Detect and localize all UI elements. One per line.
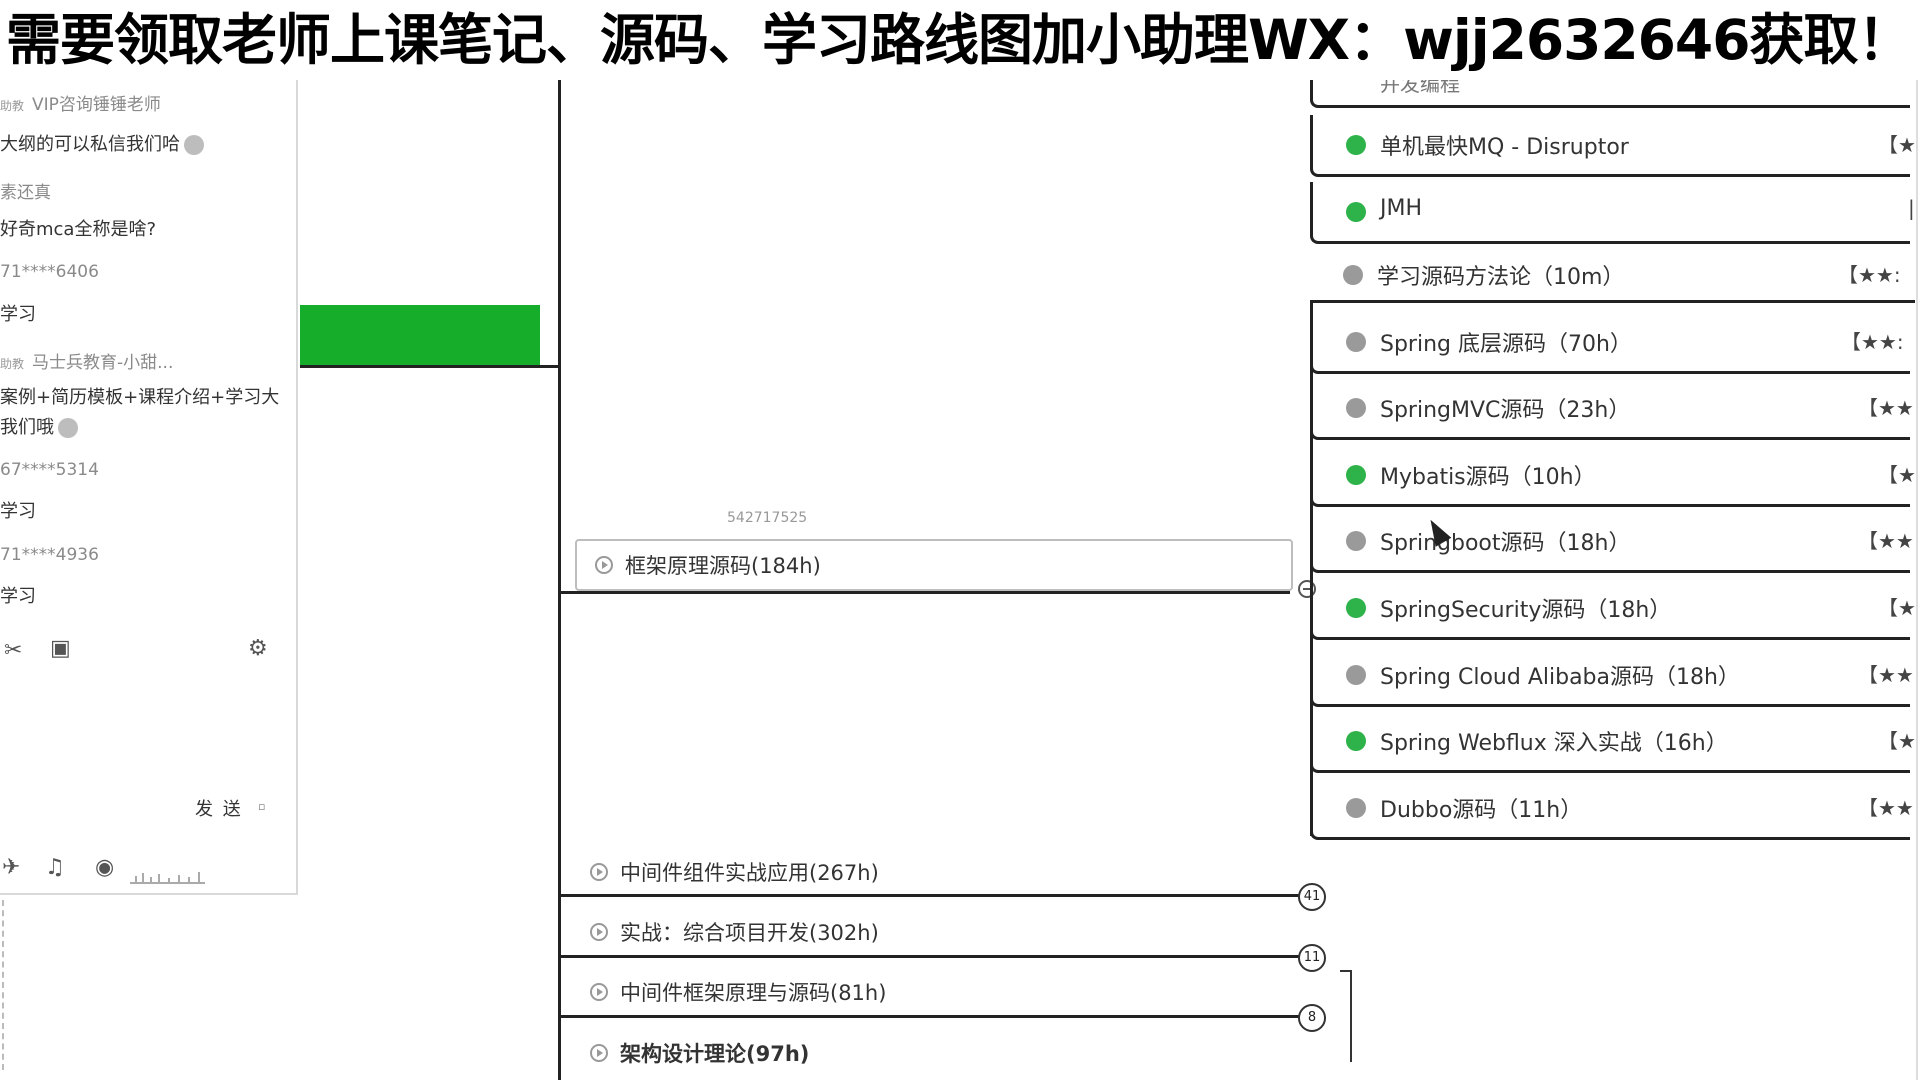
child-count-badge[interactable]: 8: [1298, 1004, 1326, 1032]
connector-line: [560, 894, 1300, 897]
connector-line: [560, 1015, 1300, 1018]
emoji-icon: [58, 418, 78, 438]
status-dot-icon: [1346, 332, 1366, 352]
node-expand-icon: [590, 863, 608, 881]
highlight-block: [300, 305, 540, 367]
connector-line: [300, 365, 560, 368]
chat-meta: 助教马士兵教育-小甜...: [0, 353, 174, 373]
connector-line: [560, 955, 1300, 958]
tree-trunk-line: [558, 80, 561, 1080]
status-dot-icon: [1346, 465, 1366, 485]
rating-stars: |: [1908, 196, 1915, 220]
rating-stars: 【★★:: [1841, 330, 1904, 354]
chat-message: 学习: [0, 304, 36, 325]
promo-banner: 需要领取老师上课笔记、源码、学习路线图加小助理WX：wjj2632646获取！: [0, 0, 1920, 80]
divider: [2, 900, 4, 1070]
child-count-badge[interactable]: 11: [1298, 944, 1326, 972]
chat-meta: 71****4936: [0, 545, 99, 565]
rating-stars: 【★★: [1858, 529, 1914, 553]
chat-message: 我们哦: [0, 413, 78, 439]
status-dot-icon: [1346, 665, 1366, 685]
mindmap-item[interactable]: JMH |: [1310, 182, 1915, 244]
rating-stars: 【★: [1878, 596, 1916, 620]
mindmap-item[interactable]: SpringMVC源码（23h） 【★★: [1310, 378, 1914, 440]
chat-message: 大纲的可以私信我们哈: [0, 130, 204, 156]
chat-message: 学习: [0, 586, 36, 607]
mindmap-node[interactable]: 中间件框架原理与源码(81h): [560, 967, 886, 1017]
chat-message: 案例+简历模板+课程介绍+学习大: [0, 387, 280, 408]
chat-message: 好奇mca全称是啥?: [0, 219, 157, 240]
mindmap-item[interactable]: 学习源码方法论（10m） 【★★:: [1310, 245, 1910, 307]
status-dot-icon: [1346, 398, 1366, 418]
bracket-line: [1340, 970, 1352, 1062]
gift-icon[interactable]: ✈: [2, 855, 21, 880]
rating-stars: 【★: [1878, 463, 1916, 487]
mindmap-item[interactable]: Springboot源码（18h） 【★★: [1310, 511, 1914, 573]
audio-level-icon: [130, 872, 205, 884]
mindmap-item[interactable]: Spring 底层源码（70h） 【★★:: [1310, 312, 1910, 374]
divider: [1916, 80, 1918, 1080]
mindmap-item[interactable]: Dubbo源码（11h） 【★★: [1310, 778, 1914, 840]
status-dot-icon: [1346, 531, 1366, 551]
mindmap-node[interactable]: 中间件组件实战应用(267h): [560, 847, 879, 897]
chat-message: 学习: [0, 501, 36, 522]
mindmap-node[interactable]: 实战：综合项目开发(302h): [560, 907, 879, 957]
node-expand-icon: [590, 1044, 608, 1062]
rating-stars: 【★★: [1858, 396, 1914, 420]
send-options-icon[interactable]: ▫: [258, 800, 266, 813]
connector-line: [1310, 300, 1915, 303]
child-count-badge[interactable]: 41: [1298, 883, 1326, 911]
chat-meta: 素还真: [0, 183, 51, 203]
settings-icon[interactable]: ⚙: [248, 636, 268, 661]
status-dot-icon: [1346, 598, 1366, 618]
status-dot-icon: [1346, 135, 1366, 155]
mindmap-item[interactable]: Mybatis源码（10h） 【★: [1310, 445, 1916, 507]
mindmap-node[interactable]: 架构设计理论(97h): [560, 1028, 809, 1078]
rating-stars: 【★★: [1858, 663, 1914, 687]
mindmap-item[interactable]: Spring Cloud Alibaba源码（18h） 【★★: [1310, 645, 1914, 707]
node-expand-icon: [595, 556, 613, 574]
mindmap-item[interactable]: SpringSecurity源码（18h） 【★: [1310, 578, 1916, 640]
emoji-icon: [184, 135, 204, 155]
image-icon[interactable]: ▣: [50, 636, 71, 661]
mindmap-node-framework[interactable]: 框架原理源码(184h): [575, 539, 1293, 591]
status-dot-icon: [1346, 202, 1366, 222]
connector-line: [560, 591, 1290, 594]
rating-stars: 【★★:: [1838, 263, 1901, 287]
chat-meta: 67****5314: [0, 460, 99, 480]
status-dot-icon: [1343, 265, 1363, 285]
mindmap-item[interactable]: 并发编程: [1310, 80, 1910, 108]
send-button[interactable]: 发 送: [195, 799, 243, 820]
webcam-icon[interactable]: ◉: [95, 855, 115, 880]
status-dot-icon: [1346, 798, 1366, 818]
node-expand-icon: [590, 923, 608, 941]
chat-meta: 71****6406: [0, 262, 99, 282]
rating-stars: 【★: [1878, 133, 1916, 157]
scissors-icon[interactable]: ✂: [4, 638, 23, 663]
music-icon[interactable]: ♫: [45, 855, 65, 880]
rating-stars: 【★: [1878, 729, 1916, 753]
node-expand-icon: [590, 983, 608, 1001]
status-dot-icon: [1346, 731, 1366, 751]
qq-id-label: 542717525: [727, 510, 808, 526]
rating-stars: 【★★: [1858, 796, 1914, 820]
node-label: 框架原理源码(184h): [625, 554, 821, 578]
mindmap-item[interactable]: Spring Webflux 深入实战（16h） 【★: [1310, 711, 1916, 773]
mindmap-item[interactable]: 单机最快MQ - Disruptor 【★: [1310, 115, 1916, 177]
